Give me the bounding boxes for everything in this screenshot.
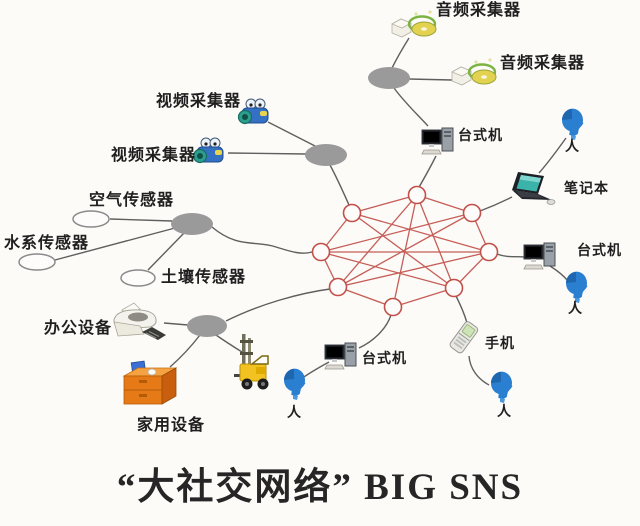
label-person-top-right: 人: [565, 140, 580, 155]
link-audiohub-audio2: [408, 78, 453, 81]
person-icon: [284, 368, 306, 400]
forklift-icon: [233, 333, 270, 391]
link-videohub-mesh: [329, 164, 350, 206]
link-mesh-desktop-bottom: [358, 314, 392, 349]
label-desktop-top: 台式机: [458, 129, 503, 144]
diagram-title: “大社交网络” BIG SNS: [116, 467, 524, 508]
label-person-bottom-right: 人: [497, 405, 512, 420]
label-audio-collector-1: 音频采集器: [436, 2, 522, 19]
link-desktop-person-bottom: [300, 361, 330, 380]
sns-core-mesh-nodes: [311, 185, 499, 317]
sensor-hub-node: [171, 213, 213, 235]
label-laptop: 笔记本: [564, 182, 609, 197]
video-hub-node: [305, 144, 347, 166]
link-sensorhub-mesh: [211, 226, 313, 254]
label-audio-collector-2: 音频采集器: [500, 55, 586, 72]
link-videohub-video1: [267, 121, 318, 148]
laptop-icon: [511, 171, 556, 205]
label-air-sensor: 空气传感器: [89, 192, 175, 209]
link-audiohub-desktop: [393, 87, 429, 127]
audio-collector-icon: [450, 57, 498, 87]
person-icon: [562, 108, 584, 140]
desktop-pc-icon: [421, 127, 454, 155]
label-mobile-phone: 手机: [485, 337, 515, 352]
link-person-laptop: [538, 137, 567, 174]
link-officehub-mesh: [225, 288, 331, 322]
link-laptop-mesh: [479, 196, 513, 212]
printer-icon: [113, 302, 167, 341]
audio-hub-node: [368, 67, 410, 89]
link-phone-person: [468, 355, 490, 386]
label-desktop-bottom: 台式机: [362, 352, 407, 367]
home-cabinet-icon: [123, 360, 177, 405]
label-desktop-right: 台式机: [577, 244, 622, 259]
sensor-nodes: [18, 210, 156, 287]
desktop-pc-icon: [523, 242, 556, 270]
mobile-phone-icon: [448, 319, 480, 355]
person-icon: [566, 271, 588, 303]
label-office-equipment: 办公设备: [44, 320, 113, 337]
soil-sensor-node: [120, 269, 156, 287]
label-home-equipment: 家用设备: [137, 417, 206, 434]
water-sensor-node: [18, 253, 56, 271]
desktop-pc-icon: [324, 342, 357, 370]
connection-links: [54, 37, 569, 386]
link-sensorhub-water: [54, 227, 176, 261]
network-hubs: [171, 67, 410, 337]
link-mesh-desktop-right: [496, 253, 526, 258]
link-officehub-cabinet: [169, 334, 201, 368]
link-videohub-video2: [227, 152, 307, 155]
video-collector-icon: [192, 137, 224, 164]
link-desktop-mesh-top: [417, 155, 437, 190]
air-sensor-node: [72, 210, 110, 228]
link-officehub-forklift: [215, 334, 243, 353]
label-video-collector-1: 视频采集器: [156, 93, 242, 110]
audio-collector-icon: [390, 9, 438, 39]
label-person-bottom-left: 人: [287, 406, 302, 421]
link-sensorhub-soil: [147, 231, 186, 271]
link-officehub-printer: [163, 322, 189, 326]
label-video-collector-2: 视频采集器: [111, 147, 197, 164]
label-soil-sensor: 土壤传感器: [161, 269, 247, 286]
link-audiohub-audio1: [391, 37, 410, 69]
video-collector-icon: [237, 98, 269, 125]
person-icon: [491, 371, 513, 403]
label-person-right: 人: [568, 302, 583, 317]
link-desktop-person-right: [549, 265, 569, 282]
label-water-sensor: 水系传感器: [4, 235, 90, 252]
equipment-hub-node: [187, 315, 227, 337]
link-sensorhub-air: [109, 218, 173, 222]
